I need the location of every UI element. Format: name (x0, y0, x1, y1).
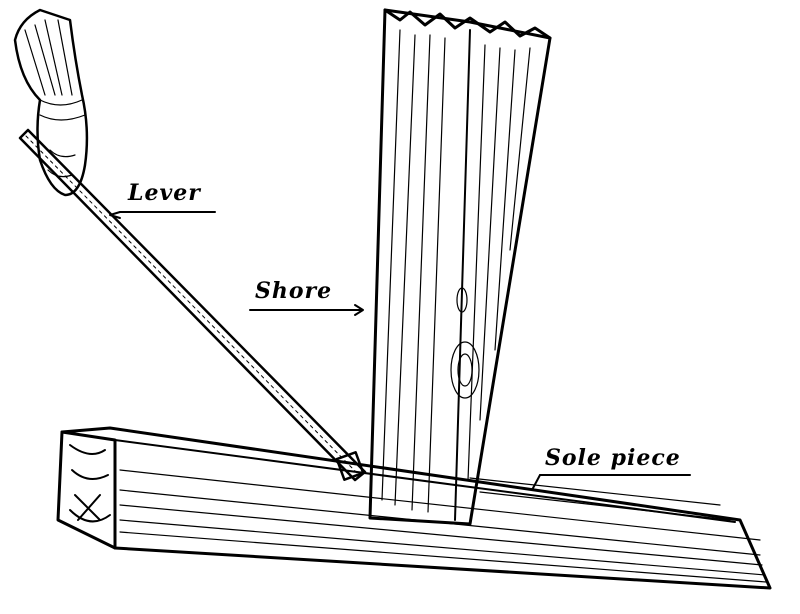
shore-drawing (368, 8, 552, 526)
hand-drawing (13, 8, 89, 197)
label-pointers (109, 211, 691, 491)
label-sole-piece: Sole piece (545, 445, 681, 471)
label-lever: Lever (128, 180, 201, 206)
lever-drawing (18, 128, 367, 482)
label-shore: Shore (255, 278, 333, 304)
